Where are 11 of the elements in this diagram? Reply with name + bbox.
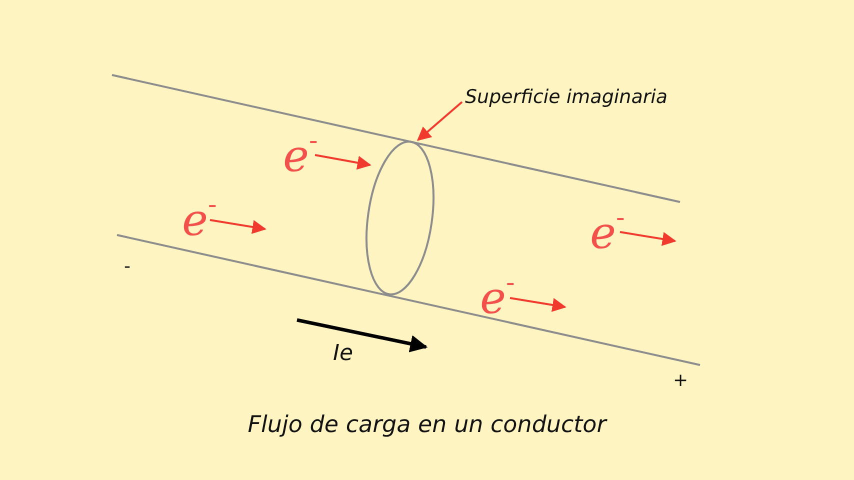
caption: Flujo de carga en un conductor: [246, 414, 608, 437]
electron-symbol: e$^{-}$: [283, 128, 318, 179]
imaginary-surface: [366, 140, 434, 296]
callout-label: Superficie imaginaria: [465, 88, 668, 107]
polarity-sign: +: [673, 372, 688, 390]
electron-symbol: e$^{-}$: [590, 205, 625, 256]
leader-line: [416, 101, 463, 141]
current-label: Ie: [333, 343, 354, 365]
polarity-sign: -: [124, 258, 130, 276]
electron-symbol: e$^{-}$: [182, 192, 217, 243]
electron-symbol: e$^{-}$: [480, 270, 515, 321]
